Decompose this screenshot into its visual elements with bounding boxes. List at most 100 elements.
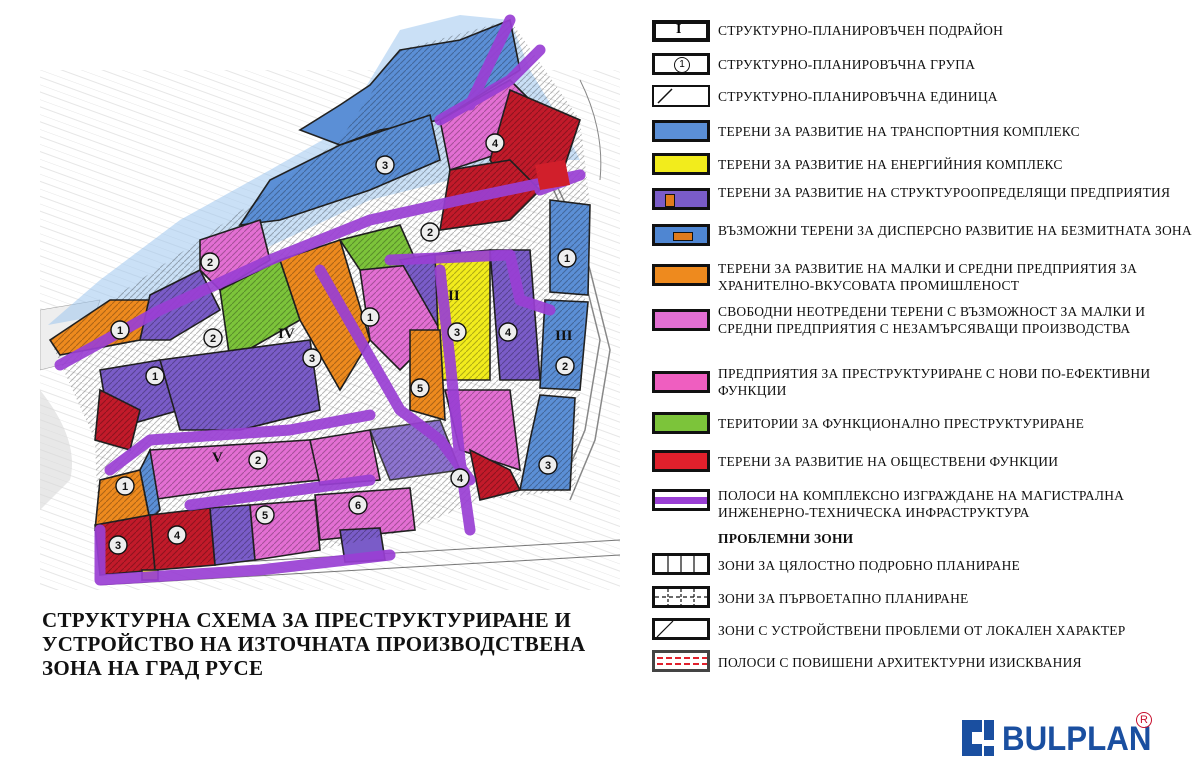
svg-text:3: 3: [115, 540, 121, 552]
legend-item-energy: ТЕРЕНИ ЗА РАЗВИТИЕ НА ЕНЕРГИЙНИЯ КОМПЛЕК…: [648, 153, 1198, 175]
svg-text:4: 4: [492, 138, 499, 150]
legend-label: ПОЛОСИ НА КОМПЛЕКСНО ИЗГРАЖДАНЕ НА МАГИС…: [718, 488, 1125, 520]
svg-text:3: 3: [382, 160, 388, 172]
restructure-swatch: [652, 371, 710, 393]
legend-label: ЗОНИ ЗА ЦЯЛОСТНО ПОДРОБНО ПЛАНИРАНЕ: [718, 558, 1020, 573]
group-markers: 3 4 2 1 2 1 2 3 1 3 4 2 5 1 2 1 4 3 6 5 …: [108, 133, 577, 555]
bulplan-logo: BULPLAN R: [958, 712, 1163, 764]
subdistrict-label-iii: III: [555, 328, 573, 344]
infrastructure-swatch: [652, 489, 710, 511]
svg-text:6: 6: [355, 500, 361, 512]
legend-item-free-land: СВОБОДНИ НЕОТРЕДЕНИ ТЕРЕНИ С ВЪЗМОЖНОСТ …: [648, 303, 1198, 337]
subdistrict-label-ii: II: [448, 288, 460, 304]
legend-heading: ПРОБЛЕМНИ ЗОНИ: [718, 531, 854, 546]
title-line: СТРУКТУРНА СХЕМА ЗА ПРЕСТРУКТУРИРАНЕ И: [42, 608, 572, 632]
legend-item-functional: ТЕРИТОРИИ ЗА ФУНКЦИОНАЛНО ПРЕСТРУКТУРИРА…: [648, 412, 1198, 434]
legend-label: ПРЕДПРИЯТИЯ ЗА ПРЕСТРУКТУРИРАНЕ С НОВИ П…: [718, 366, 1151, 398]
group-marker: 5: [410, 378, 430, 398]
svg-text:1: 1: [122, 481, 128, 493]
group-marker: 1: [360, 307, 380, 327]
public-swatch: [652, 450, 710, 472]
svg-text:2: 2: [207, 257, 213, 269]
legend-item-transport: ТЕРЕНИ ЗА РАЗВИТИЕ НА ТРАНСПОРТНИЯ КОМПЛ…: [648, 120, 1198, 142]
group-marker: 1: [110, 320, 130, 340]
legend-label: ТЕРЕНИ ЗА РАЗВИТИЕ НА ТРАНСПОРТНИЯ КОМПЛ…: [718, 124, 1080, 139]
group-marker: 1: [557, 248, 577, 268]
legend-item-unit: СТРУКТУРНО-ПЛАНИРОВЪЧНА ЕДИНИЦА: [648, 85, 1198, 107]
legend-label: СТРУКТУРНО-ПЛАНИРОВЪЧЕН ПОДРАЙОН: [718, 23, 1004, 38]
first-stage-swatch: [652, 586, 710, 608]
legend-label: ТЕРЕНИ ЗА РАЗВИТИЕ НА МАЛКИ И СРЕДНИ ПРЕ…: [718, 261, 1138, 293]
legend-label: ЗОНИ С УСТРОЙСТВЕНИ ПРОБЛЕМИ ОТ ЛОКАЛЕН …: [718, 623, 1126, 638]
free-land-swatch: [652, 309, 710, 331]
svg-text:2: 2: [562, 361, 568, 373]
legend-item-architectural: ПОЛОСИ С ПОВИШЕНИ АРХИТЕКТУРНИ ИЗИСКВАНИ…: [648, 650, 1198, 674]
legend-item-full-planning: ЗОНИ ЗА ЦЯЛОСТНО ПОДРОБНО ПЛАНИРАНЕ: [648, 553, 1198, 577]
svg-text:1: 1: [152, 371, 158, 383]
local-problems-swatch: [652, 618, 710, 640]
legend-label: ТЕРИТОРИИ ЗА ФУНКЦИОНАЛНО ПРЕСТРУКТУРИРА…: [718, 416, 1085, 431]
svg-text:1: 1: [117, 325, 123, 337]
group-marker: 4: [498, 322, 518, 342]
group-marker: 6: [348, 495, 368, 515]
legend-label: ПОЛОСИ С ПОВИШЕНИ АРХИТЕКТУРНИ ИЗИСКВАНИ…: [718, 655, 1082, 670]
group-marker: 5: [255, 505, 275, 525]
group-symbol-mark: 1: [674, 57, 690, 73]
svg-text:2: 2: [255, 455, 261, 467]
legend-item-first-stage: ЗОНИ ЗА ПЪРВОЕТАПНО ПЛАНИРАНЕ: [648, 586, 1198, 610]
energy-swatch: [652, 153, 710, 175]
svg-text:5: 5: [262, 510, 268, 522]
legend-item-group: 1 СТРУКТУРНО-ПЛАНИРОВЪЧНА ГРУПА: [648, 53, 1198, 75]
svg-text:3: 3: [309, 353, 315, 365]
infrastructure-bands: [54, 14, 586, 586]
svg-text:3: 3: [545, 460, 551, 472]
title-line: ЗОНА НА ГРАД РУСЕ: [42, 656, 264, 680]
group-marker: 2: [203, 328, 223, 348]
svg-text:3: 3: [454, 327, 460, 339]
functional-swatch: [652, 412, 710, 434]
legend-item-infrastructure: ПОЛОСИ НА КОМПЛЕКСНО ИЗГРАЖДАНЕ НА МАГИС…: [648, 487, 1198, 521]
group-marker: 2: [555, 356, 575, 376]
svg-text:2: 2: [210, 333, 216, 345]
svg-text:2: 2: [427, 227, 433, 239]
structural-swatch: [652, 188, 710, 210]
zoning-map: II III IV V 3 4 2 1 2 1 2 3 1 3 4 2 5 1 …: [40, 14, 620, 590]
svg-text:4: 4: [174, 530, 181, 542]
subdistrict-symbol: I: [652, 20, 710, 42]
group-marker: 3: [108, 535, 128, 555]
legend-item-local-problems: ЗОНИ С УСТРОЙСТВЕНИ ПРОБЛЕМИ ОТ ЛОКАЛЕН …: [648, 618, 1198, 642]
group-marker: 3: [447, 322, 467, 342]
svg-text:4: 4: [505, 327, 512, 339]
subdistrict-symbol-mark: I: [676, 22, 682, 37]
logo-mark-icon: [962, 720, 994, 756]
group-marker: 4: [450, 468, 470, 488]
legend-label: ТЕРЕНИ ЗА РАЗВИТИЕ НА СТРУКТУРООПРЕДЕЛЯЩ…: [718, 185, 1171, 200]
red-strip: [535, 160, 570, 190]
legend-item-free-zone: ВЪЗМОЖНИ ТЕРЕНИ ЗА ДИСПЕРСНО РАЗВИТИЕ НА…: [648, 222, 1198, 256]
transport-swatch: [652, 120, 710, 142]
legend-label: ВЪЗМОЖНИ ТЕРЕНИ ЗА ДИСПЕРСНО РАЗВИТИЕ НА…: [718, 223, 1192, 238]
legend-item-food: ТЕРЕНИ ЗА РАЗВИТИЕ НА МАЛКИ И СРЕДНИ ПРЕ…: [648, 260, 1198, 294]
subdistrict-label-v: V: [212, 450, 223, 466]
legend-heading-problem-zones: ПРОБЛЕМНИ ЗОНИ: [648, 530, 1198, 548]
group-marker: 2: [200, 252, 220, 272]
subdistrict-label-iv: IV: [278, 326, 295, 342]
legend-label: СТРУКТУРНО-ПЛАНИРОВЪЧНА ГРУПА: [718, 57, 976, 72]
food-swatch: [652, 264, 710, 286]
group-marker: 3: [302, 348, 322, 368]
subdistrict-labels: II III IV V: [212, 288, 573, 466]
legend-item-subdistrict: I СТРУКТУРНО-ПЛАНИРОВЪЧЕН ПОДРАЙОН: [648, 20, 1198, 42]
registered-mark: R: [1136, 712, 1152, 728]
legend-label: ТЕРЕНИ ЗА РАЗВИТИЕ НА ЕНЕРГИЙНИЯ КОМПЛЕК…: [718, 157, 1063, 172]
legend-item-restructure: ПРЕДПРИЯТИЯ ЗА ПРЕСТРУКТУРИРАНЕ С НОВИ П…: [648, 365, 1198, 399]
legend-label: ТЕРЕНИ ЗА РАЗВИТИЕ НА ОБЩЕСТВЕНИ ФУНКЦИИ: [718, 454, 1059, 469]
group-marker: 1: [115, 476, 135, 496]
logo-text: BULPLAN: [1002, 720, 1152, 758]
group-marker: 4: [167, 525, 187, 545]
svg-text:5: 5: [417, 383, 423, 395]
group-marker: 1: [145, 366, 165, 386]
svg-text:1: 1: [367, 312, 373, 324]
full-planning-swatch: [652, 553, 710, 575]
legend-label: ЗОНИ ЗА ПЪРВОЕТАПНО ПЛАНИРАНЕ: [718, 591, 969, 606]
legend-label: СТРУКТУРНО-ПЛАНИРОВЪЧНА ЕДИНИЦА: [718, 89, 998, 104]
